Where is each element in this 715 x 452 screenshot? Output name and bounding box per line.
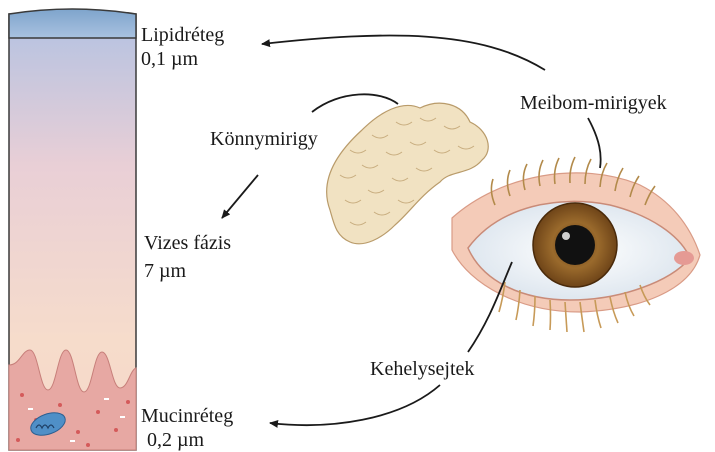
line-lacrimal-label-to-gland [312,94,398,112]
mucin-layer-title: Mucinréteg [141,405,233,427]
meibomian-glands-label: Meibom-mirigyek [520,92,667,114]
aqueous-phase-thickness: 7 µm [144,260,186,282]
arrow-meibomian-to-lipid [262,36,545,70]
mucin-layer-thickness: 0,2 µm [147,429,204,451]
lipid-layer-thickness: 0,1 µm [141,48,198,70]
goblet-cells-label: Kehelysejtek [370,358,474,380]
pupil [555,225,595,265]
tear-film-column [9,9,136,450]
lipid-layer-title: Lipidréteg [141,24,224,46]
lacrimal-gland-label: Könnymirigy [210,128,318,150]
arrow-goblet-to-mucin [270,385,440,425]
eye-illustration [452,157,700,332]
caruncle [674,251,694,265]
lipid-layer [9,9,136,38]
arrow-lacrimal-to-aqueous [222,175,258,218]
aqueous-phase-title: Vizes fázis [144,232,231,254]
